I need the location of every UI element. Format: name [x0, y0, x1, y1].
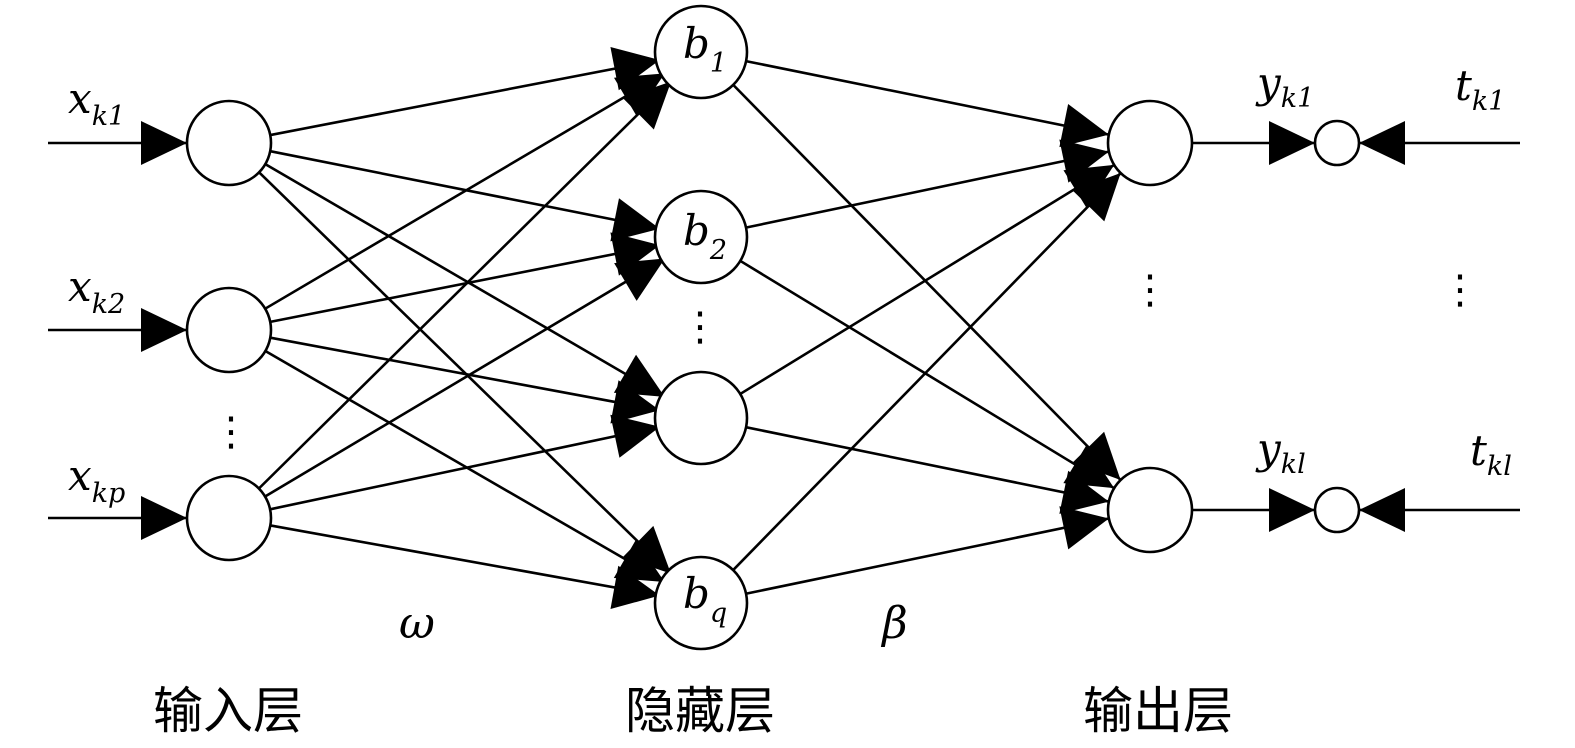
input-node [185, 99, 273, 187]
hidden-layer-label: 隐藏层 [625, 682, 775, 740]
input-hidden-arrowhead [610, 565, 660, 610]
connections [48, 58, 1520, 597]
weight-beta-label: β [880, 598, 907, 649]
hidden-output-arrowhead [1059, 103, 1109, 148]
input-label-p: xkp [68, 451, 125, 509]
output-arrowhead [1269, 121, 1315, 165]
hidden-label-1: b1 [683, 19, 727, 79]
hidden-node [653, 189, 749, 285]
input-label-1: xk1 [68, 74, 125, 132]
target-arrowhead [1359, 121, 1405, 165]
input-arrowhead [141, 308, 187, 352]
hidden-ellipsis: ⋮ [680, 304, 720, 350]
hidden-output-edge [741, 425, 1110, 503]
input-hidden-arrowhead [610, 414, 660, 458]
input-node [185, 286, 273, 374]
output-ellipsis: ⋮ [1130, 267, 1170, 313]
input-hidden-edge [257, 80, 673, 490]
input-hidden-arrowhead [610, 198, 660, 242]
arrowheads [141, 47, 1405, 610]
input-ellipsis: ⋮ [211, 409, 251, 455]
input-node [185, 474, 273, 562]
input-hidden-edge [264, 72, 666, 310]
hidden-node [653, 370, 749, 466]
comparator-node [1313, 119, 1361, 167]
comparator-node [1313, 486, 1361, 534]
input-hidden-arrowhead [614, 258, 665, 301]
output-arrowhead [1269, 488, 1315, 532]
input-hidden-arrowhead [622, 525, 671, 574]
hidden-output-edge [741, 517, 1110, 596]
input-arrowhead [141, 121, 187, 165]
output-layer-label: 输出层 [1083, 682, 1233, 740]
hidden-output-edge [729, 172, 1122, 574]
input-hidden-edge [269, 425, 661, 511]
input-hidden-arrowhead [613, 539, 665, 582]
nodes [185, 4, 1361, 651]
hidden-node [653, 4, 749, 100]
output-label-1: yk1 [1255, 58, 1314, 114]
output-label-l: ykl [1255, 424, 1306, 480]
weight-omega-label: ω [399, 598, 435, 649]
input-hidden-arrowhead [610, 380, 660, 424]
hidden-label-q: bq [683, 569, 727, 629]
input-layer-label: 输入层 [153, 682, 303, 740]
output-node [1106, 466, 1194, 554]
target-label-1: tk1 [1455, 61, 1505, 117]
hidden-label-2: b2 [683, 206, 727, 266]
input-hidden-edge [269, 58, 661, 137]
input-hidden-edge [264, 257, 666, 498]
hidden-output-arrowhead [1072, 173, 1121, 222]
hidden-output-edge [741, 59, 1110, 136]
input-hidden-arrowhead [622, 81, 672, 130]
hidden-node [653, 555, 749, 651]
target-label-l: tkl [1470, 426, 1512, 482]
target-ellipsis: ⋮ [1440, 267, 1480, 313]
hidden-output-edge [741, 150, 1110, 230]
hidden-output-arrowhead [1059, 506, 1109, 550]
hidden-output-edge [736, 163, 1115, 398]
output-node [1106, 99, 1194, 187]
input-hidden-edge [264, 163, 666, 398]
target-arrowhead [1359, 488, 1405, 532]
hidden-output-arrowhead [1072, 431, 1121, 481]
input-hidden-edge [270, 336, 660, 412]
input-label-2: xk2 [68, 262, 125, 320]
input-hidden-edge [264, 349, 666, 584]
input-hidden-edge [270, 524, 660, 597]
input-arrowhead [141, 496, 187, 540]
hidden-output-arrowhead [1059, 470, 1109, 514]
